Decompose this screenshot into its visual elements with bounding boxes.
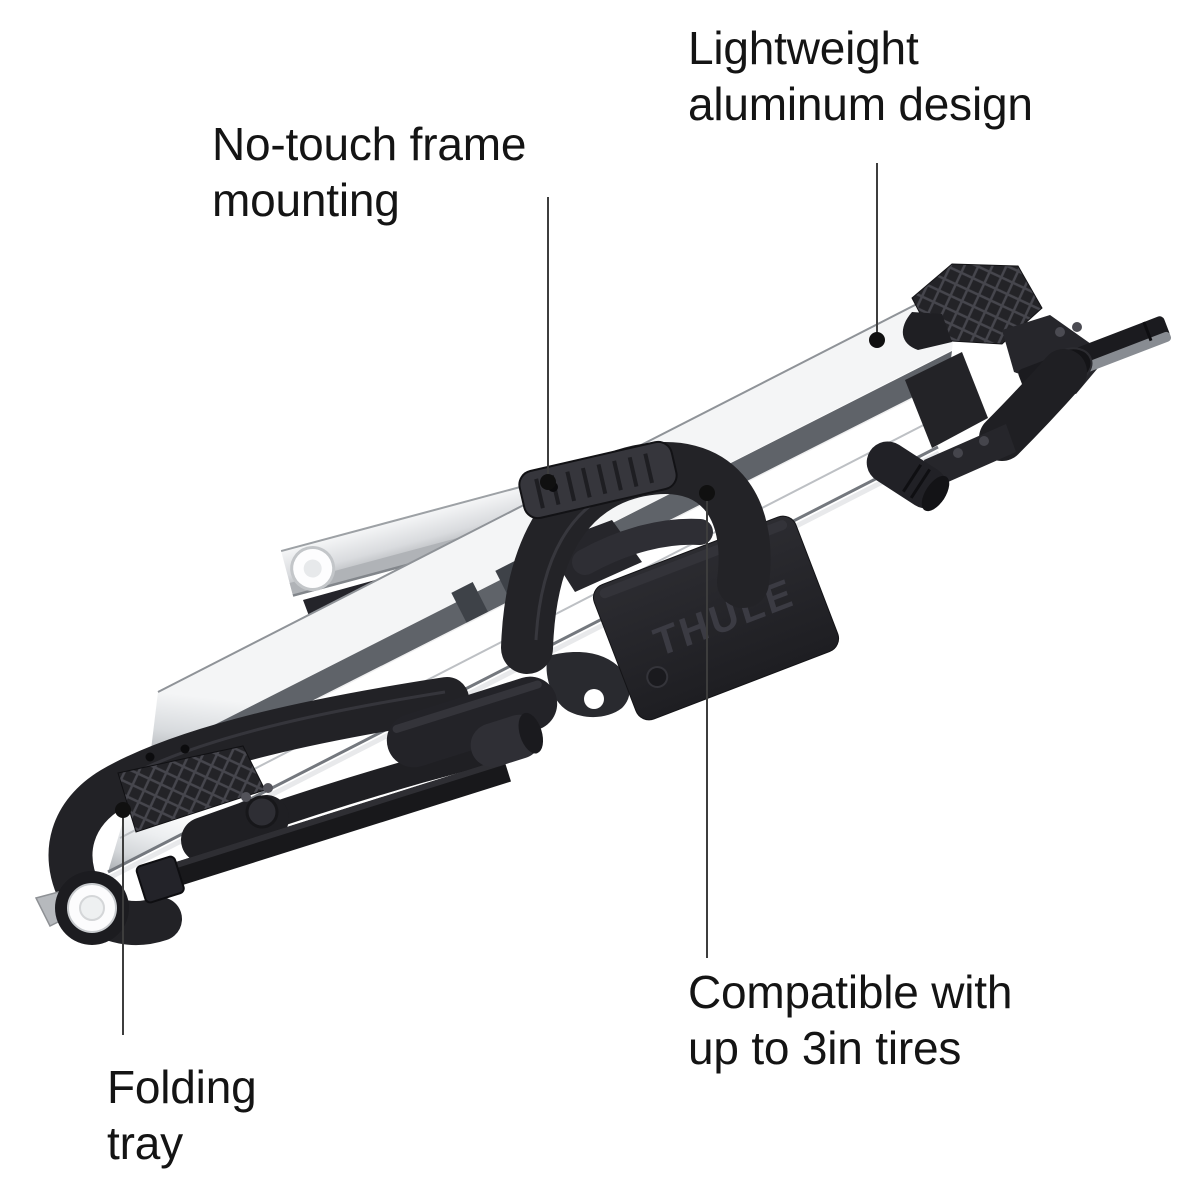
callout-folding-tray: Folding tray	[107, 1059, 257, 1171]
strap-catch-hole	[584, 689, 604, 709]
left-arm-knob	[245, 795, 279, 829]
clamp-inner-jaw	[572, 518, 713, 575]
callout-line: No-touch frame	[212, 118, 527, 170]
clamp-grip-pad	[518, 440, 678, 520]
right-end-base	[905, 352, 988, 448]
folding-knob	[55, 871, 129, 945]
left-strap-roller	[470, 712, 544, 768]
callout-line: Folding	[107, 1061, 257, 1113]
right-end-assembly	[866, 263, 1172, 512]
callout-line: Compatible with	[688, 966, 1013, 1018]
crank-knob	[866, 441, 950, 512]
leader-dots	[115, 332, 885, 818]
leader-dot-folding	[115, 802, 131, 818]
callout-no-touch-mounting: No-touch frame mounting	[212, 116, 526, 228]
crank-bar	[924, 424, 1016, 490]
left-end-assembly	[34, 676, 558, 945]
strap-buckle	[135, 855, 185, 904]
strap-catch-fin	[546, 652, 630, 718]
leader-lines	[122, 163, 878, 1035]
frame-clamp	[501, 440, 771, 674]
left-ratchet-strap	[135, 758, 511, 904]
release-lever-arm	[979, 349, 1087, 461]
callout-line: tray	[107, 1117, 183, 1169]
callout-lightweight-aluminum: Lightweight aluminum design	[688, 20, 1033, 132]
callout-line: up to 3in tires	[688, 1022, 962, 1074]
leader-dot-lightweight	[869, 332, 885, 348]
leader-dot-compatible	[699, 485, 715, 501]
leader-dot-no-touch	[540, 474, 556, 490]
right-cap-hook	[902, 312, 952, 350]
callout-line: Lightweight	[688, 22, 919, 74]
wheel-pad	[386, 676, 558, 768]
callout-line: aluminum design	[688, 78, 1033, 130]
box-screw	[646, 665, 669, 688]
callout-line: mounting	[212, 174, 400, 226]
callout-tire-compatibility: Compatible with up to 3in tires	[688, 964, 1012, 1076]
